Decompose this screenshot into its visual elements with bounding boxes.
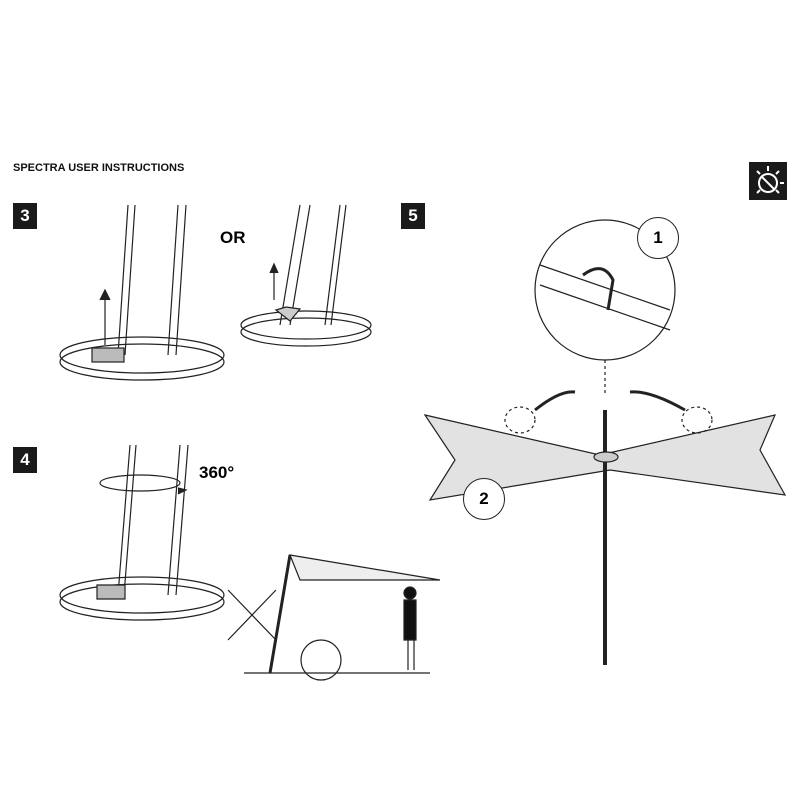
or-label: OR: [220, 228, 246, 247]
step-3-base-illustration: [59, 204, 372, 381]
rotation-label: 360°: [199, 463, 235, 482]
step-3-badge: 3: [13, 203, 37, 229]
step-4-badge: 4: [13, 447, 37, 473]
light-sun-icon: [749, 162, 787, 200]
callout-2: 2: [463, 478, 505, 520]
callout-1: 1: [637, 217, 679, 259]
page-title: SPECTRA USER INSTRUCTIONS: [13, 162, 185, 174]
tilt-illustration: [227, 554, 441, 681]
step-5-umbrella-illustration: [423, 219, 787, 665]
step-4-base-illustration: [59, 444, 225, 621]
step-5-badge: 5: [401, 203, 425, 229]
